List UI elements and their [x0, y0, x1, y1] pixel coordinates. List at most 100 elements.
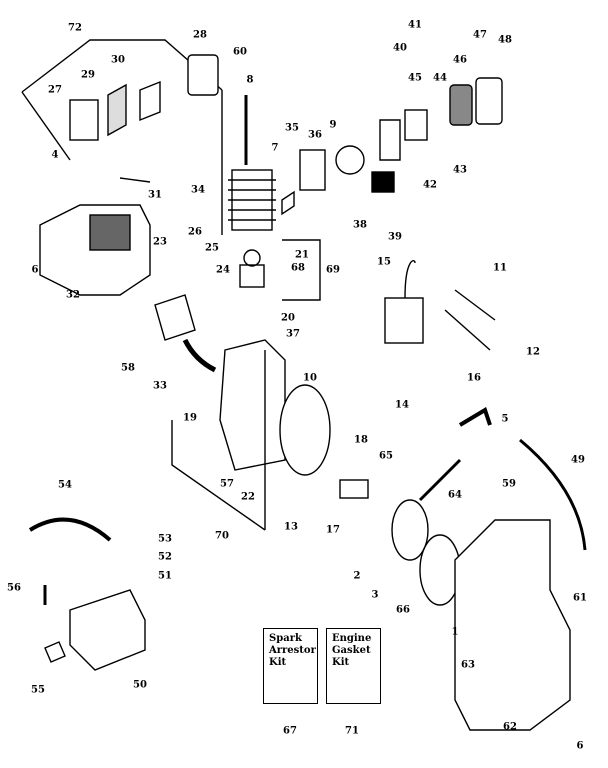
callout-number-30: 30 — [111, 54, 125, 66]
callout-number-48: 48 — [498, 34, 512, 46]
assembly-bracket-69 — [282, 239, 321, 301]
housing-63 — [454, 519, 571, 731]
handle-bracket-50 — [69, 589, 146, 671]
callout-number-51: 51 — [158, 570, 172, 582]
callout-number-60: 60 — [233, 46, 247, 58]
ring-21 — [243, 249, 261, 267]
callout-number-55: 55 — [31, 684, 45, 696]
air-filter-cover-27 — [69, 99, 99, 141]
callout-number-6: 6 — [31, 264, 39, 276]
callout-number-24: 24 — [216, 264, 230, 276]
callout-number-13: 13 — [284, 521, 298, 533]
callout-number-54: 54 — [58, 479, 72, 491]
gasket-7 — [281, 190, 295, 216]
callout-number-70: 70 — [215, 530, 229, 542]
callout-number-14: 14 — [395, 399, 409, 411]
gasket-33 — [154, 294, 196, 341]
callout-number-18: 18 — [354, 434, 368, 446]
clutch-17 — [339, 479, 369, 499]
callout-number-68: 68 — [291, 262, 305, 274]
callout-number-12: 12 — [526, 346, 540, 358]
engine-gasket-kit-box: Engine Gasket Kit — [326, 628, 381, 704]
callout-number-15: 15 — [377, 256, 391, 268]
callout-number-43: 43 — [453, 164, 467, 176]
callout-number-25: 25 — [205, 242, 219, 254]
callout-number-59: 59 — [502, 478, 516, 490]
kit-label-line: Gasket — [332, 645, 371, 656]
throttle-cable-49 — [519, 438, 587, 551]
piston-20 — [239, 264, 265, 288]
callout-number-8: 8 — [246, 74, 254, 86]
callout-number-36: 36 — [308, 129, 322, 141]
callout-number-64: 64 — [448, 489, 462, 501]
callout-number-37: 37 — [286, 328, 300, 340]
kit-label-line: Engine — [332, 633, 372, 644]
callout-number-71: 71 — [345, 725, 359, 737]
callout-number-6: 6 — [576, 740, 584, 752]
callout-number-50: 50 — [133, 679, 147, 691]
crankshaft-19 — [182, 338, 217, 373]
callout-number-41: 41 — [408, 19, 422, 31]
callout-number-20: 20 — [281, 312, 295, 324]
handle-5 — [458, 407, 492, 427]
plate-45 — [404, 109, 428, 141]
callout-number-22: 22 — [241, 491, 255, 503]
nut-55 — [44, 641, 66, 663]
callout-number-26: 26 — [188, 226, 202, 238]
callout-number-31: 31 — [148, 189, 162, 201]
filter-46 — [449, 84, 473, 126]
cover-47 — [475, 77, 503, 125]
callout-number-52: 52 — [158, 551, 172, 563]
cable-54 — [28, 517, 112, 542]
carburetor-9 — [335, 145, 365, 175]
filter-element-29 — [107, 83, 127, 137]
callout-number-57: 57 — [220, 478, 234, 490]
recoil-1 — [419, 534, 461, 606]
crankcase-22 — [219, 339, 286, 471]
callout-number-38: 38 — [353, 219, 367, 231]
callout-number-28: 28 — [193, 29, 207, 41]
callout-number-58: 58 — [121, 362, 135, 374]
kit-label-line: Kit — [332, 657, 350, 668]
callout-number-4: 4 — [51, 149, 59, 161]
callout-number-27: 27 — [48, 84, 62, 96]
wire-12 — [444, 309, 491, 351]
callout-number-23: 23 — [153, 236, 167, 248]
wire-11 — [454, 289, 496, 321]
bracket-41 — [379, 119, 401, 161]
callout-number-11: 11 — [493, 262, 507, 274]
callout-number-7: 7 — [271, 142, 279, 154]
callout-number-21: 21 — [295, 249, 309, 261]
callout-number-63: 63 — [461, 659, 475, 671]
carb-body-39 — [371, 171, 395, 193]
kit-label-line: Arrestor — [269, 645, 316, 656]
callout-number-32: 32 — [66, 289, 80, 301]
callout-number-66: 66 — [396, 604, 410, 616]
crankcase-half-13 — [279, 384, 331, 476]
callout-number-72: 72 — [68, 22, 82, 34]
callout-number-2: 2 — [353, 570, 361, 582]
shroud-grille — [89, 214, 131, 251]
callout-number-53: 53 — [158, 533, 172, 545]
cylinder-34 — [228, 169, 276, 231]
callout-number-17: 17 — [326, 524, 340, 536]
callout-number-47: 47 — [473, 29, 487, 41]
callout-number-3: 3 — [371, 589, 379, 601]
callout-number-67: 67 — [283, 725, 297, 737]
screw-31 — [119, 177, 151, 183]
intake-35 — [299, 149, 326, 191]
callout-number-19: 19 — [183, 412, 197, 424]
callout-number-9: 9 — [329, 119, 337, 131]
callout-number-42: 42 — [423, 179, 437, 191]
ignition-coil-14 — [384, 297, 424, 344]
kit-label-line: Kit — [269, 657, 287, 668]
pulley-66 — [391, 499, 429, 561]
callout-number-39: 39 — [388, 231, 402, 243]
callout-number-29: 29 — [81, 69, 95, 81]
callout-number-16: 16 — [467, 372, 481, 384]
callout-number-5: 5 — [501, 413, 509, 425]
kit-label-line: Spark — [269, 633, 302, 644]
callout-number-49: 49 — [571, 454, 585, 466]
